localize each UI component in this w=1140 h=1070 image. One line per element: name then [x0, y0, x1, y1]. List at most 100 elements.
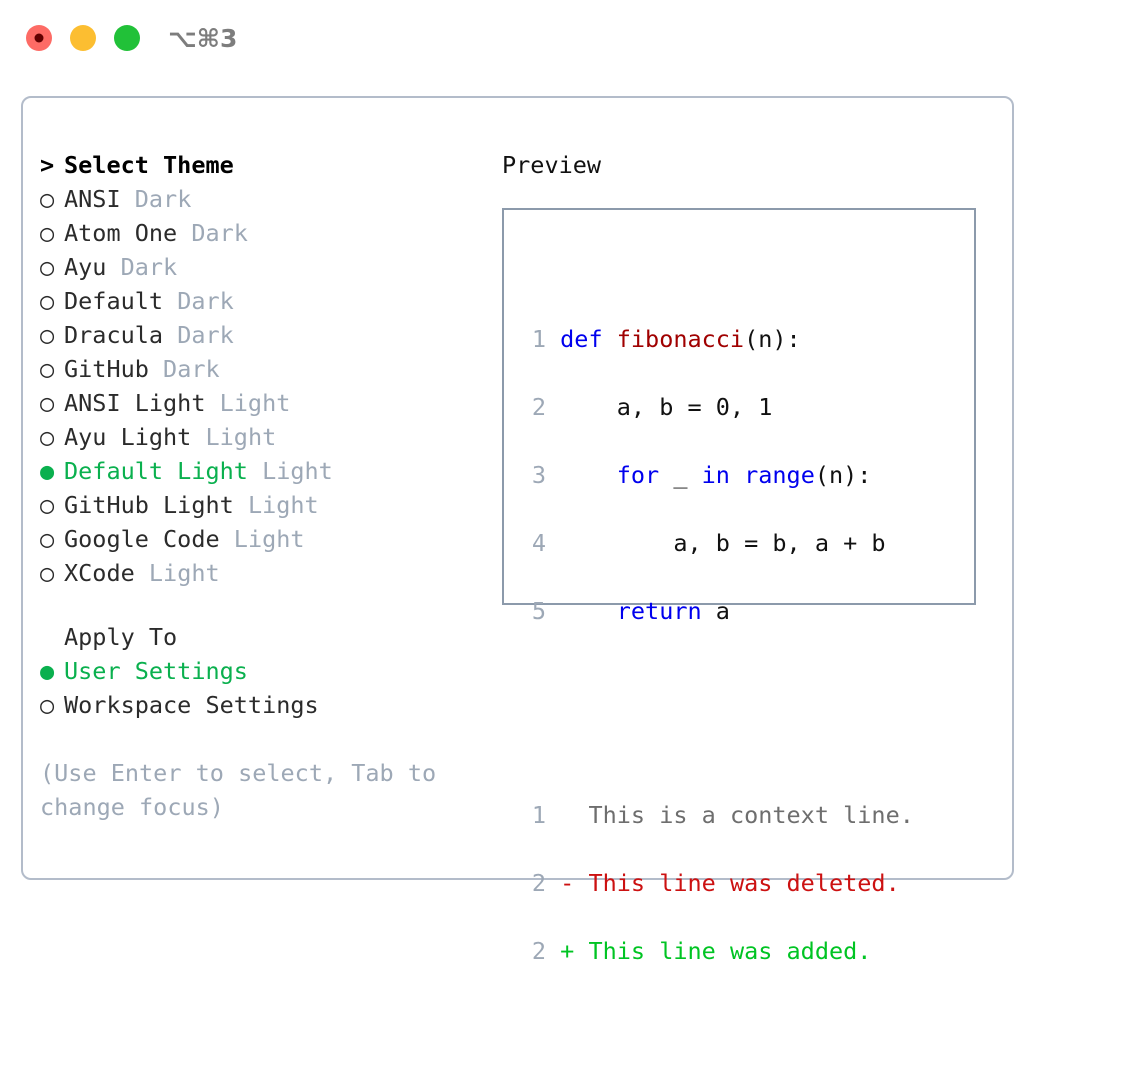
diff-line-added: 2 + This line was added. [518, 934, 914, 968]
theme-option-badge: Light [205, 423, 277, 451]
theme-option-atom-one-dark[interactable]: ○ Atom One Dark [40, 216, 480, 250]
diff-sign: - [560, 869, 575, 897]
close-button-icon[interactable] [26, 25, 52, 51]
main-panel: >Select Theme ○ANSI Dark ○Atom One Dark … [21, 96, 1014, 965]
line-number: 2 [531, 869, 546, 897]
code-token: (n): [814, 461, 872, 489]
minimize-button-icon[interactable] [70, 25, 96, 51]
code-blank-line [518, 696, 914, 730]
radio-unselected-icon[interactable]: ○ [40, 355, 55, 383]
theme-option-badge: Dark [177, 321, 234, 349]
theme-option-badge: Light [219, 389, 291, 417]
line-number: 2 [531, 393, 546, 421]
theme-option-label: Default Light [64, 457, 248, 485]
theme-option-github-light[interactable]: ○ GitHub Light Light [40, 488, 480, 522]
line-number: 4 [531, 529, 546, 557]
theme-option-label: GitHub Light [64, 491, 234, 519]
code-token: a [701, 597, 730, 625]
code-line: 3 for _ in range(n): [518, 458, 914, 492]
theme-option-ansi-dark[interactable]: ○ ANSI Dark [40, 182, 480, 216]
radio-unselected-icon[interactable]: ○ [40, 219, 55, 247]
theme-option-label: Default [64, 287, 164, 315]
theme-option-badge: Dark [163, 355, 220, 383]
code-token: for [616, 461, 660, 489]
traffic-light-buttons [26, 25, 140, 51]
code-line: 5 return a [518, 594, 914, 628]
preview-column: Preview 1 def fibonacci(n): 2 a, b = 0, … [502, 148, 992, 965]
theme-option-badge: Light [247, 491, 319, 519]
apply-to-option-label: User Settings [64, 657, 248, 685]
theme-option-default-dark[interactable]: ○Default Dark [40, 284, 480, 318]
radio-unselected-icon[interactable]: ○ [40, 559, 55, 587]
code-token: a, b = 0, 1 [560, 393, 773, 421]
prompt-caret-icon: > [40, 151, 55, 179]
diff-line-context: 1 This is a context line. [518, 798, 914, 832]
line-number: 2 [531, 937, 546, 965]
theme-picker-header: > Select Theme [40, 148, 480, 182]
radio-unselected-icon[interactable]: ○ [40, 423, 55, 451]
radio-unselected-icon[interactable]: ○ [40, 389, 55, 417]
diff-sign [560, 801, 574, 829]
radio-unselected-icon[interactable]: ○ [40, 491, 55, 519]
theme-option-badge: Dark [134, 185, 192, 213]
theme-option-ansi-light[interactable]: ○ ANSI Light Light [40, 386, 480, 420]
theme-option-ayu-dark[interactable]: ○Ayu Dark [40, 250, 480, 284]
maximize-button-icon[interactable] [114, 25, 140, 51]
theme-option-badge: Dark [191, 219, 248, 247]
radio-selected-icon[interactable]: ● [40, 657, 55, 685]
apply-to-option-user-settings[interactable]: ● User Settings [40, 654, 480, 688]
code-line: 2 a, b = 0, 1 [518, 390, 914, 424]
keyboard-shortcut-label: ⌥⌘3 [168, 24, 238, 53]
code-token [560, 597, 617, 625]
theme-option-github-dark[interactable]: ○ GitHub Dark [40, 352, 480, 386]
radio-unselected-icon[interactable]: ○ [40, 321, 55, 349]
apply-to-option-workspace-settings[interactable]: ○ Workspace Settings [40, 688, 480, 722]
theme-option-xcode[interactable]: ○ XCode Light [40, 556, 480, 590]
radio-unselected-icon[interactable]: ○ [40, 253, 55, 281]
code-token: fibonacci [616, 325, 745, 353]
theme-option-label: ANSI [64, 185, 121, 213]
diff-text: This line was added. [574, 937, 872, 965]
radio-unselected-icon[interactable]: ○ [40, 185, 55, 213]
theme-option-default-light[interactable]: ● Default Light Light [40, 454, 480, 488]
preview-box: 1 def fibonacci(n): 2 a, b = 0, 1 3 for … [502, 208, 976, 965]
code-sample: 1 def fibonacci(n): 2 a, b = 0, 1 3 for … [518, 254, 914, 1070]
theme-option-label: Google Code [64, 525, 220, 553]
title-bar: ⌥⌘3 [0, 0, 1140, 78]
code-token: def [560, 325, 617, 353]
theme-option-label: XCode [64, 559, 135, 587]
code-token: a, b = b, a + b [560, 529, 886, 557]
radio-unselected-icon[interactable]: ○ [40, 525, 55, 553]
line-number: 1 [531, 801, 546, 829]
code-token: (n): [744, 325, 801, 353]
code-token: in range [701, 461, 815, 489]
app-window: ⌥⌘3 > Select Theme ○ ANSI Dark ○ Atom One D… [0, 0, 1140, 934]
code-line: 4 a, b = b, a + b [518, 526, 914, 560]
theme-option-badge: Dark [120, 253, 178, 281]
code-token: return [616, 597, 702, 625]
line-number: 1 [531, 325, 546, 353]
section-spacer [40, 590, 480, 620]
theme-option-label: GitHub [64, 355, 149, 383]
theme-option-google-code[interactable]: ○ Google Code Light [40, 522, 480, 556]
diff-text: This line was deleted. [574, 869, 900, 897]
line-number: 3 [531, 461, 546, 489]
theme-option-badge: Light [233, 525, 305, 553]
diff-text: This is a context line. [574, 801, 914, 829]
radio-unselected-icon[interactable]: ○ [40, 691, 55, 719]
radio-unselected-icon[interactable]: ○ [40, 287, 55, 315]
diff-sign: + [560, 937, 575, 965]
preview-heading: Preview [502, 151, 602, 179]
theme-option-badge: Light [262, 457, 333, 485]
theme-picker-title: Select Theme [64, 151, 234, 179]
theme-option-ayu-light[interactable]: ○Ayu Light Light [40, 420, 480, 454]
apply-to-option-label: Workspace Settings [64, 691, 319, 719]
theme-option-label: ANSI Light [64, 389, 206, 417]
theme-option-label: Atom One [64, 219, 178, 247]
line-number: 5 [531, 597, 546, 625]
theme-option-dracula-dark[interactable]: ○Dracula Dark [40, 318, 480, 352]
theme-option-badge: Light [148, 559, 220, 587]
diff-line-deleted: 2 - This line was deleted. [518, 866, 914, 900]
keyboard-hint-text: (Use Enter to select, Tab to change focu… [40, 759, 437, 821]
radio-selected-icon[interactable]: ● [40, 457, 55, 485]
